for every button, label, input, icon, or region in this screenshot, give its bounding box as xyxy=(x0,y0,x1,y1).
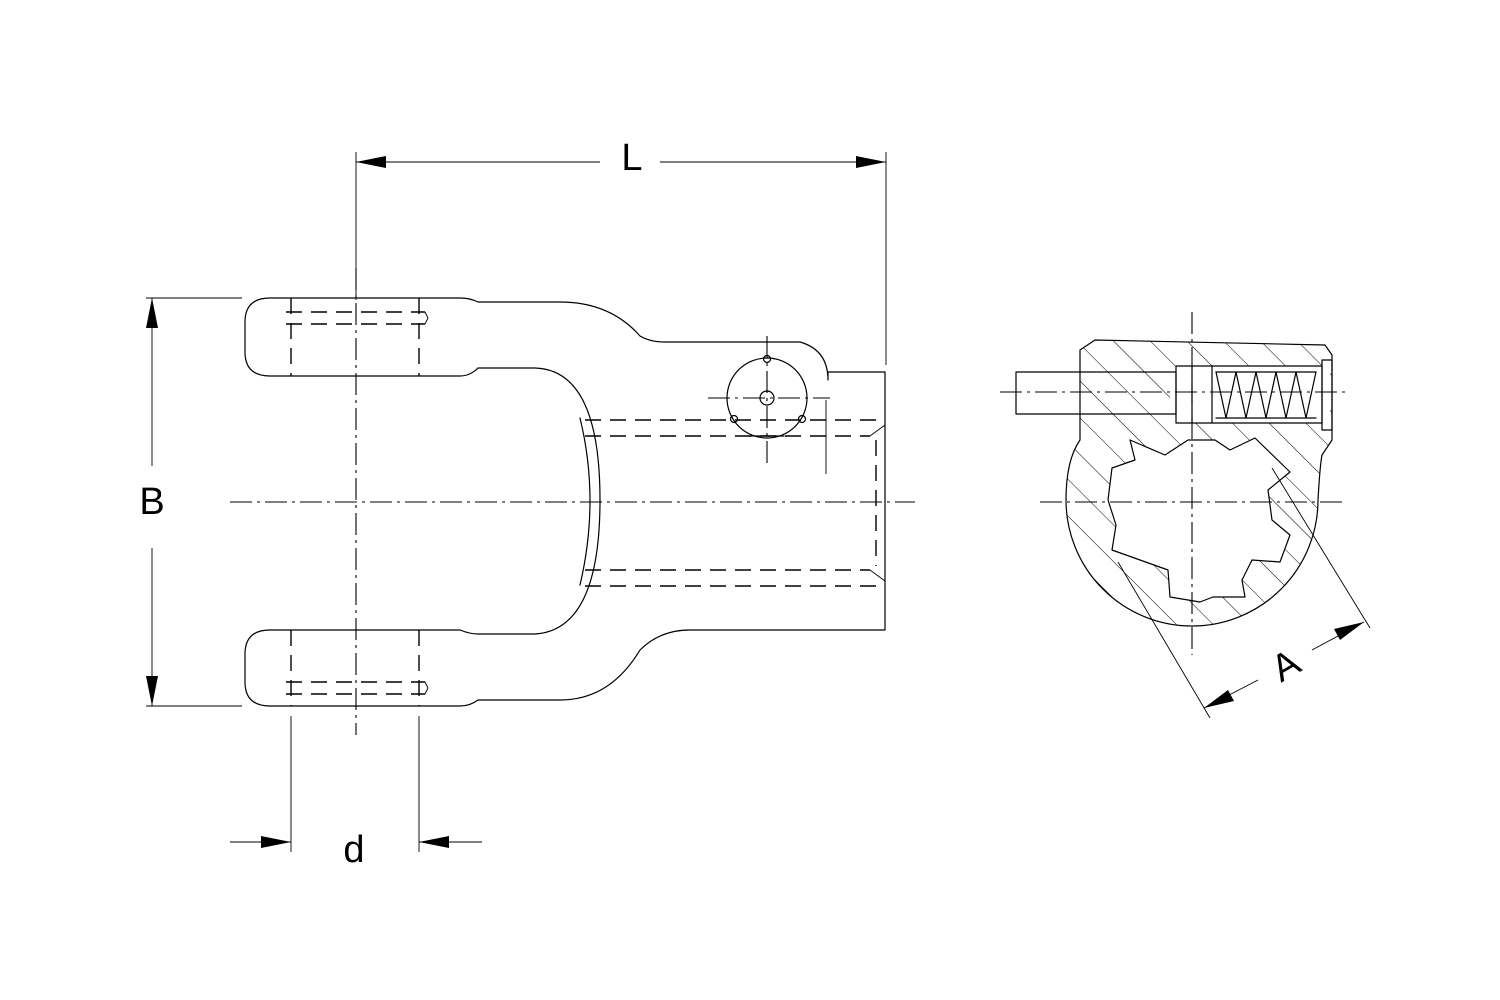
section-outline xyxy=(1065,339,1333,627)
upper-ear-hole xyxy=(286,298,429,376)
dimension-L xyxy=(355,152,887,365)
dimension-A xyxy=(1117,467,1371,719)
dimension-label-L: L xyxy=(621,137,642,179)
lower-ear-hole xyxy=(286,630,429,706)
dimension-label-A: A xyxy=(1265,641,1309,690)
bore-curve xyxy=(579,417,591,586)
hidden-bore-lines xyxy=(585,419,886,587)
dimension-label-d: d xyxy=(343,829,364,871)
lock-pin-boss xyxy=(708,336,830,464)
yoke-section-view xyxy=(1000,312,1350,655)
dimension-label-B: B xyxy=(139,481,164,523)
dimension-B xyxy=(146,297,242,707)
pin-cap xyxy=(1321,359,1333,431)
spline-bore xyxy=(1107,437,1291,603)
dimension-d xyxy=(230,716,482,852)
upper-ear-outline xyxy=(244,297,886,707)
yoke-side-view xyxy=(230,268,915,735)
